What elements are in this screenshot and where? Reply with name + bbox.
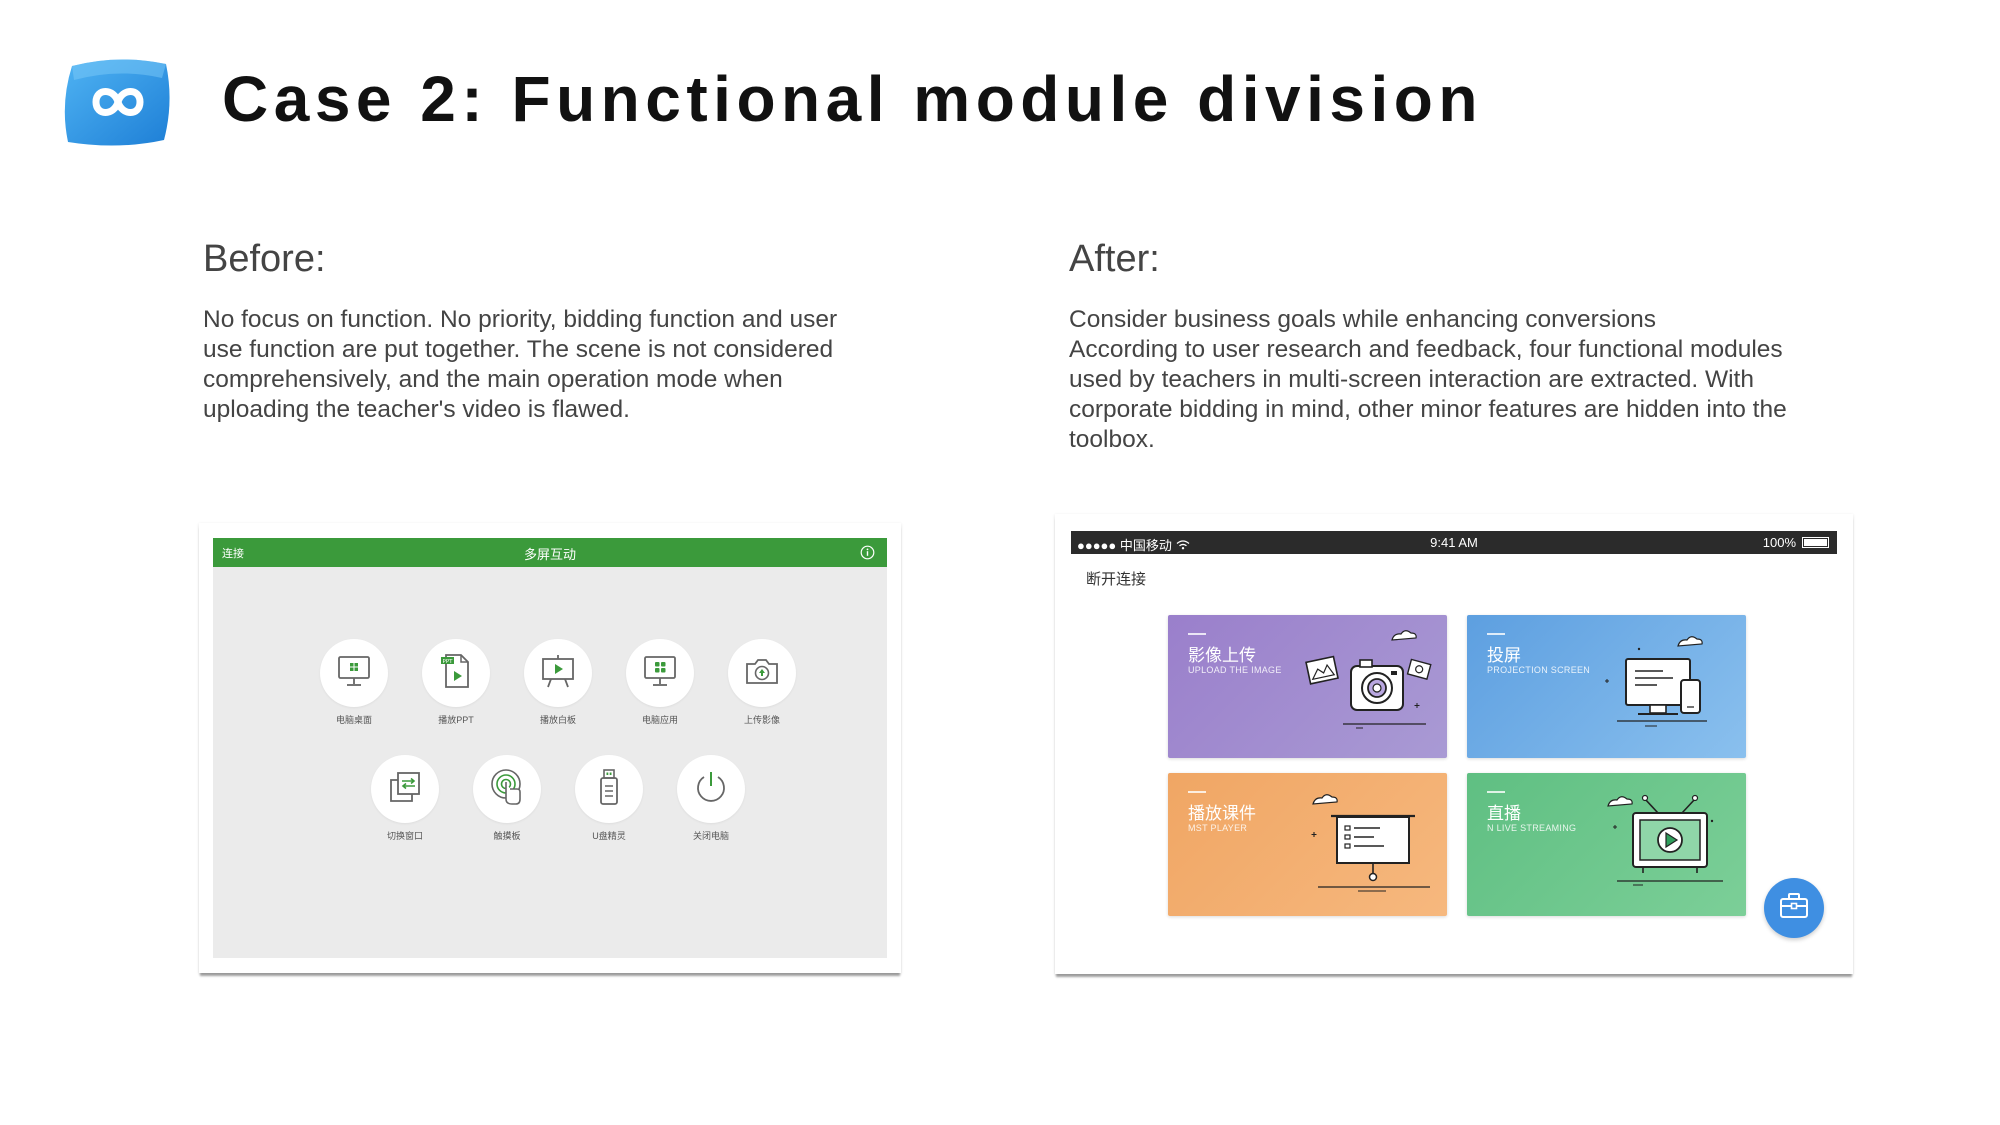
card-dash bbox=[1487, 791, 1505, 793]
wifi-icon bbox=[1176, 538, 1190, 553]
apps-icon bbox=[642, 654, 678, 693]
after-line: Consider business goals while enhancing … bbox=[1069, 306, 1656, 333]
card-subtitle: MST PLAYER bbox=[1188, 823, 1248, 833]
card-live-streaming[interactable]: 直播 N LIVE STREAMING bbox=[1467, 773, 1746, 916]
touchpad-icon bbox=[488, 767, 526, 812]
usb-icon bbox=[594, 767, 624, 812]
carrier-signal: ●●●●● 中国移动 bbox=[1077, 535, 1190, 554]
feature-label: 触摸板 bbox=[493, 831, 521, 841]
card-title: 直播 bbox=[1487, 804, 1521, 823]
card-dash bbox=[1188, 791, 1206, 793]
card-subtitle: UPLOAD THE IMAGE bbox=[1188, 665, 1282, 675]
presentation-board-icon bbox=[1311, 794, 1430, 892]
before-title-bar: 连接 多屏互动 bbox=[213, 538, 887, 567]
feature-label: U盘精灵 bbox=[592, 831, 626, 841]
before-app-mockup: 连接 多屏互动 电脑桌面 PPT 播放PPT bbox=[199, 523, 901, 973]
feature-usb-circle bbox=[575, 755, 643, 823]
after-heading: After: bbox=[1069, 238, 1160, 280]
feature-ppt-circle: PPT bbox=[422, 639, 490, 707]
feature-ppt[interactable]: PPT 播放PPT bbox=[406, 639, 506, 726]
feature-label: 电脑应用 bbox=[641, 715, 678, 725]
toolbox-icon bbox=[1778, 892, 1810, 925]
feature-apps-circle bbox=[626, 639, 694, 707]
after-line: toolbox. bbox=[1069, 426, 1155, 453]
camera-upload-icon bbox=[743, 655, 781, 692]
card-dash bbox=[1188, 633, 1206, 635]
feature-touchpad-circle bbox=[473, 755, 541, 823]
svg-text:PPT: PPT bbox=[443, 658, 454, 664]
card-title: 播放课件 bbox=[1188, 804, 1256, 823]
feature-label: 切换窗口 bbox=[386, 831, 423, 841]
before-app-title: 多屏互动 bbox=[523, 547, 576, 562]
before-description: No focus on function. No priority, biddi… bbox=[203, 305, 837, 425]
feature-desktop[interactable]: 电脑桌面 bbox=[304, 639, 404, 726]
card-title: 投屏 bbox=[1487, 646, 1521, 665]
after-line: corporate bidding in mind, other minor f… bbox=[1069, 396, 1787, 423]
battery-percent: 100% bbox=[1762, 535, 1796, 550]
battery-status: 100% bbox=[1763, 535, 1829, 550]
feature-shutdown[interactable]: 关闭电脑 bbox=[661, 755, 761, 842]
carrier-text: ●●●●● 中国移动 bbox=[1077, 538, 1172, 553]
switch-window-icon bbox=[387, 769, 423, 810]
feature-label: 电脑桌面 bbox=[335, 715, 372, 725]
card-subtitle: N LIVE STREAMING bbox=[1487, 823, 1577, 833]
feature-label: 上传影像 bbox=[743, 715, 780, 725]
after-line: used by teachers in multi-screen interac… bbox=[1069, 366, 1754, 393]
before-line: uploading the teacher's video is flawed. bbox=[203, 396, 630, 423]
before-line: comprehensively, and the main operation … bbox=[203, 366, 783, 393]
after-line: According to user research and feedback,… bbox=[1069, 336, 1783, 363]
before-app-screen: 连接 多屏互动 电脑桌面 PPT 播放PPT bbox=[213, 538, 887, 958]
status-time: 9:41 AM bbox=[1430, 535, 1478, 550]
connect-button[interactable]: 连接 bbox=[222, 548, 244, 560]
tv-play-icon bbox=[1607, 794, 1723, 886]
disconnect-button[interactable]: 断开连接 bbox=[1086, 571, 1147, 588]
camera-photo-icon bbox=[1305, 630, 1432, 729]
feature-usb[interactable]: U盘精灵 bbox=[559, 755, 659, 842]
battery-icon bbox=[1802, 537, 1829, 548]
feature-label: 播放白板 bbox=[539, 715, 576, 725]
feature-switch-window[interactable]: 切换窗口 bbox=[355, 755, 455, 842]
power-icon bbox=[693, 769, 729, 810]
whiteboard-icon bbox=[539, 653, 577, 694]
toolbox-button[interactable] bbox=[1764, 878, 1824, 938]
feature-switch-window-circle bbox=[371, 755, 439, 823]
after-description: Consider business goals while enhancing … bbox=[1069, 305, 1787, 455]
card-title: 影像上传 bbox=[1188, 646, 1256, 665]
monitor-phone-icon bbox=[1605, 636, 1707, 727]
feature-whiteboard[interactable]: 播放白板 bbox=[508, 639, 608, 726]
card-upload-image[interactable]: 影像上传 UPLOAD THE IMAGE bbox=[1168, 615, 1447, 758]
before-line: use function are put together. The scene… bbox=[203, 336, 834, 363]
feature-label: 关闭电脑 bbox=[692, 831, 729, 841]
feature-apps[interactable]: 电脑应用 bbox=[610, 639, 710, 726]
desktop-icon bbox=[336, 654, 372, 693]
feature-desktop-circle bbox=[320, 639, 388, 707]
page-title: Case 2: Functional module division bbox=[222, 63, 1483, 135]
status-bar: ●●●●● 中国移动 9:41 AM 100% bbox=[1071, 531, 1837, 554]
card-dash bbox=[1487, 633, 1505, 635]
after-app-mockup: ●●●●● 中国移动 9:41 AM 100% 断开连接 影像上传 UPLOAD… bbox=[1055, 514, 1853, 974]
before-line: No focus on function. No priority, biddi… bbox=[203, 306, 838, 333]
info-icon[interactable] bbox=[860, 545, 875, 560]
feature-whiteboard-circle bbox=[524, 639, 592, 707]
feature-upload-image-circle bbox=[728, 639, 796, 707]
before-heading: Before: bbox=[203, 238, 326, 280]
feature-touchpad[interactable]: 触摸板 bbox=[457, 755, 557, 842]
feature-upload-image[interactable]: 上传影像 bbox=[712, 639, 812, 726]
card-courseware-player[interactable]: 播放课件 MST PLAYER bbox=[1168, 773, 1447, 916]
card-projection-screen[interactable]: 投屏 PROJECTION SCREEN bbox=[1467, 615, 1746, 758]
feature-label: 播放PPT bbox=[438, 715, 474, 725]
feature-shutdown-circle bbox=[677, 755, 745, 823]
card-subtitle: PROJECTION SCREEN bbox=[1487, 665, 1591, 675]
ppt-icon: PPT bbox=[438, 652, 474, 695]
brand-logo bbox=[62, 58, 174, 146]
